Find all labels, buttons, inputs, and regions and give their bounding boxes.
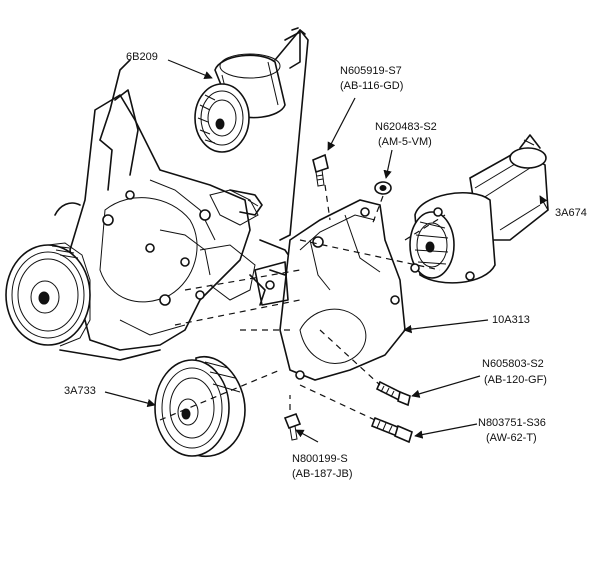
label-stud-bolt-part: N605919-S7 [340,65,402,77]
belt-tensioner [194,27,301,153]
stud-bolt [312,153,329,187]
bolt-upper [375,380,411,407]
label-bolt-lower-part: N803751-S36 [478,417,546,429]
pump-pulley [154,355,246,458]
label-screw-code: (AB-187-JB) [292,468,353,480]
screw [283,412,302,441]
drive-belt [99,29,309,241]
label-pump-tube: 3A674 [555,207,587,219]
hex-nut [374,181,392,195]
label-bracket: 10A313 [492,314,530,326]
label-stud-bolt-code: (AB-116-GD) [340,80,403,92]
crankshaft-pulley [5,242,91,347]
label-nut-code: (AM-5-VM) [378,136,432,148]
mounting-bracket [254,199,406,381]
label-bolt-lower-code: (AW-62-T) [486,432,537,444]
label-screw-part: N800199-S [292,453,348,465]
label-bolt-upper-code: (AB-120-GF) [484,374,547,386]
alignment-lines [159,184,446,421]
callout-leaders [104,59,549,443]
bolt-lower [370,416,413,444]
label-nut-part: N620483-S2 [375,121,437,133]
label-pulley: 3A733 [64,385,96,397]
power-steering-pump [409,134,549,284]
callout-labels: 6B209 N605919-S7 (AB-116-GD) N620483-S2 … [64,51,587,480]
label-bolt-upper-part: N605803-S2 [482,358,544,370]
label-tensioner: 6B209 [126,51,158,63]
